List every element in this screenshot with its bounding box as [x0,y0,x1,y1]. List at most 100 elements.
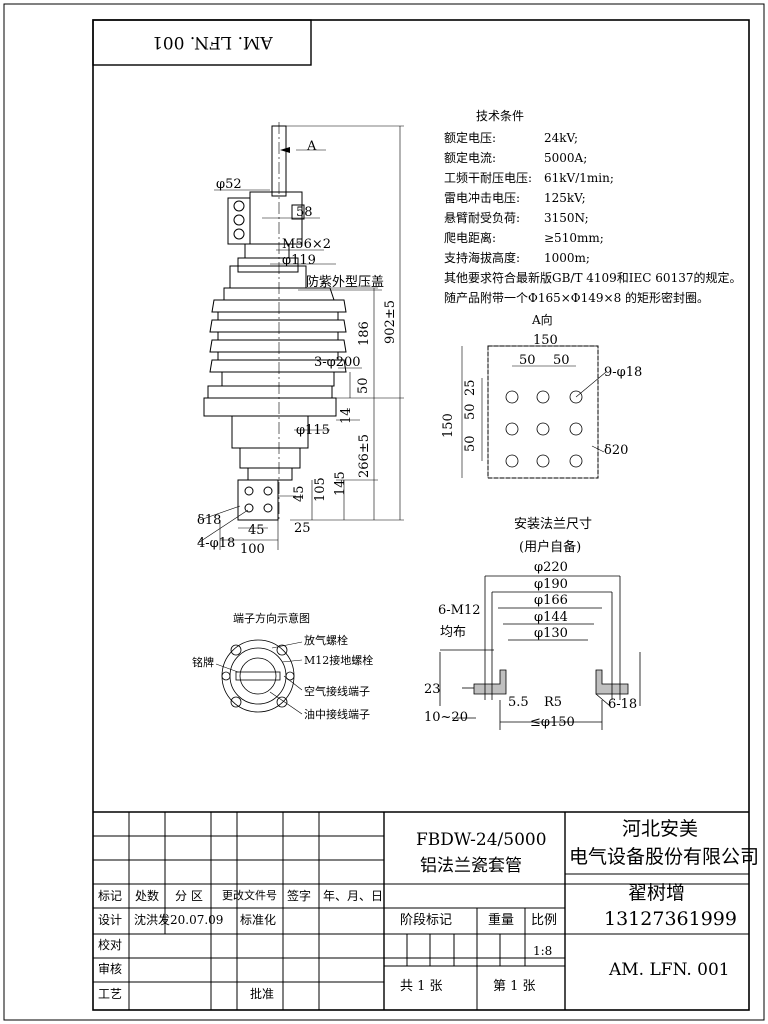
stage-mark-label: 阶段标记 [400,913,453,928]
header-count: 处数 [135,889,160,903]
spec-row-4-key: 悬臂耐受负荷: [444,211,521,225]
air-terminal-label: 空气接线端子 [304,685,370,698]
person-name: 翟树增 [628,882,686,904]
spec-row-4-value: 3150N; [544,211,589,225]
flange-r5: R5 [544,695,563,710]
dim-266: 266±5 [357,434,372,478]
spec-row-1-key: 额定电流: [444,151,497,165]
a-view-plate [461,345,607,479]
product-code: FBDW-24/5000 [416,830,547,850]
flange-d144: φ144 [534,610,568,625]
specs-title: 技术条件 [476,109,525,123]
product-name: 铝法兰瓷套管 [420,856,522,876]
dim-105: 105 [313,477,328,502]
title-block-grid [93,811,749,1010]
design-date: 20.07.09 [170,913,224,927]
a-view-holes: 9-φ18 [604,365,643,380]
a-view-dim-25: 25 [463,379,478,396]
spec-row-2-key: 工频干耐压电压: [444,171,533,185]
spec-note-seal: 随产品附带一个Φ165×Φ149×8 的矩形密封圈。 [444,291,710,305]
dim-d52: φ52 [216,177,242,192]
terminal-direction-diagram [215,639,303,715]
scale-value: 1:8 [533,944,553,958]
standardization-label: 标准化 [240,913,277,927]
terminal-diagram-title: 端子方向示意图 [233,612,310,625]
spec-row-0-value: 24kV; [544,131,579,145]
dim-45-vertical: 45 [292,485,307,502]
ground-bolt-label: M12接地螺栓 [304,654,374,667]
dim-14: 14 [339,407,354,424]
dim-145: 145 [333,471,348,496]
spec-row-1-value: 5000A; [544,151,588,165]
spec-row-3-key: 雷电冲击电压: [444,191,521,205]
dim-902: 902±5 [383,300,398,344]
flange-title: 安装法兰尺寸 [514,517,593,532]
dim-186: 186 [357,321,372,346]
spec-note-standards: 其他要求符合最新版GB/T 4109和IEC 60137的规定。 [444,271,742,285]
flange-d190: φ190 [534,577,568,592]
approve-label: 批准 [250,987,275,1001]
flange-range: 10~20 [424,710,468,725]
total-sheets: 共 1 张 [400,979,443,994]
header-sign: 签字 [287,889,312,903]
dim-45-horizontal: 45 [248,523,265,538]
spec-row-5-value: ≥510mm; [544,231,604,245]
flange-bolts: 6-M12 [438,603,481,618]
flange-d130: φ130 [534,626,568,641]
header-change-doc: 更改文件号 [222,889,277,902]
a-view-dim-150-top: 150 [533,333,558,348]
design-label: 设计 [98,913,123,927]
a-view-title: A向 [532,313,553,327]
a-view-thickness: δ20 [604,443,629,458]
direction-a-label: A [307,139,317,154]
company-name-line2: 电气设备股份有限公司 [569,846,760,868]
dim-d115: φ115 [296,423,330,438]
header-mark: 标记 [98,889,123,903]
designer-name: 沈洪发 [134,913,171,927]
header-zone: 分 区 [175,889,203,903]
flange-d220: φ220 [534,560,568,575]
dim-4-holes: 4-φ18 [197,536,236,551]
flange-dim-5-5: 5.5 [508,695,529,710]
drawing-code-inverted: AM. LFN. 001 [152,32,273,52]
vent-bolt-label: 放气螺栓 [304,634,348,647]
process-label: 工艺 [98,987,123,1001]
bushing-drawing [197,122,404,550]
dim-100: 100 [240,542,265,557]
drawing-number: AM. LFN. 001 [609,960,730,980]
a-view-dim-150-left: 150 [441,413,456,438]
review-label: 审核 [98,962,123,976]
a-view-dim-50-left: 50 [519,353,536,368]
header-date: 年、月、日 [323,889,384,903]
nameplate-label: 铭牌 [192,656,214,669]
dim-d200: 3-φ200 [314,355,361,370]
dim-m56: M56×2 [282,237,332,252]
weight-label: 重量 [488,913,515,928]
flange-le150: ≤φ150 [530,715,575,730]
installation-flange [439,575,641,730]
spec-row-0-key: 额定电压: [444,131,497,145]
flange-even: 均布 [440,625,467,640]
spec-row-6-key: 支持海拔高度: [444,251,521,265]
spec-row-3-value: 125kV; [544,191,586,205]
oil-terminal-label: 油中接线端子 [304,708,370,721]
flange-d166: φ166 [534,593,568,608]
scale-label: 比例 [531,913,558,928]
sheet-number: 第 1 张 [493,979,536,994]
dim-50: 50 [356,377,371,394]
spec-row-6-value: 1000m; [544,251,590,265]
a-view-dim-50-upper: 50 [463,403,478,420]
spec-row-5-key: 爬电距离: [444,231,497,245]
dim-d119: φ119 [282,253,316,268]
phone-number: 13127361999 [604,908,737,930]
a-view-dim-50-lower: 50 [463,435,478,452]
dim-25: 25 [294,521,311,536]
flange-dim-23: 23 [424,682,441,697]
company-name-line1: 河北安美 [622,818,699,840]
check-label: 校对 [98,938,123,952]
dim-58: 58 [296,205,313,220]
flange-subtitle: (用户自备) [519,540,582,555]
spec-row-2-value: 61kV/1min; [544,171,614,185]
cover-label: 防紫外型压盖 [306,275,385,290]
